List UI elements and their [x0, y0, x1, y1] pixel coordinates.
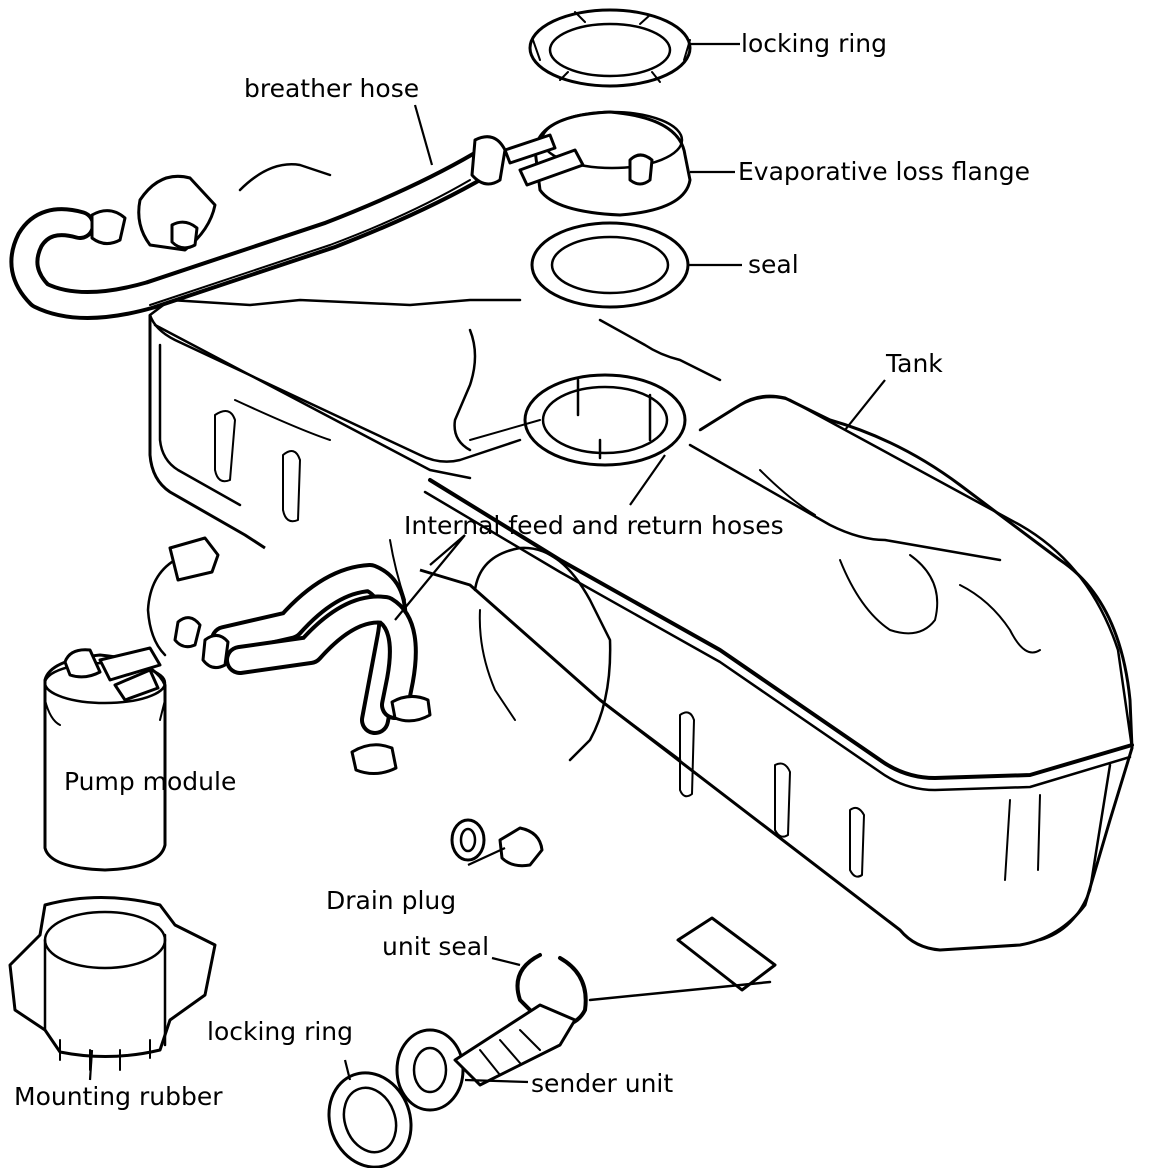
- drain-plug: [450, 818, 544, 868]
- label-pump-module: Pump module: [64, 767, 236, 796]
- bottom-locking-ring: [327, 1071, 413, 1168]
- pump-connector-lead: [146, 536, 220, 657]
- label-internal-hoses: Internal feed and return hoses: [404, 511, 784, 540]
- leader-lines: [88, 42, 886, 1084]
- tank-top-opening: [469, 373, 687, 467]
- pump-module: [43, 646, 167, 872]
- label-mounting-rubber: Mounting rubber: [14, 1082, 223, 1111]
- mounting-rubber: [8, 896, 217, 1071]
- sender-unit: [395, 1003, 577, 1112]
- label-breather-hose: breather hose: [244, 74, 419, 103]
- label-locking-ring-bottom: locking ring: [207, 1017, 353, 1046]
- label-sender-unit: sender unit: [531, 1069, 673, 1098]
- label-evaporative-loss-flange: Evaporative loss flange: [738, 157, 1030, 186]
- top-locking-ring: [528, 8, 692, 88]
- label-locking-ring-top: locking ring: [741, 29, 887, 58]
- flange-seal: [530, 221, 690, 309]
- label-seal: seal: [748, 250, 799, 279]
- evaporative-loss-flange: [503, 110, 692, 217]
- label-unit-seal: unit seal: [382, 932, 489, 961]
- tank-body: [148, 298, 1134, 952]
- breather-hose: [9, 135, 507, 320]
- label-tank: Tank: [885, 349, 943, 378]
- label-drain-plug: Drain plug: [326, 886, 456, 915]
- float-arm: [588, 916, 777, 1002]
- internal-feed-return-hoses: [173, 539, 432, 775]
